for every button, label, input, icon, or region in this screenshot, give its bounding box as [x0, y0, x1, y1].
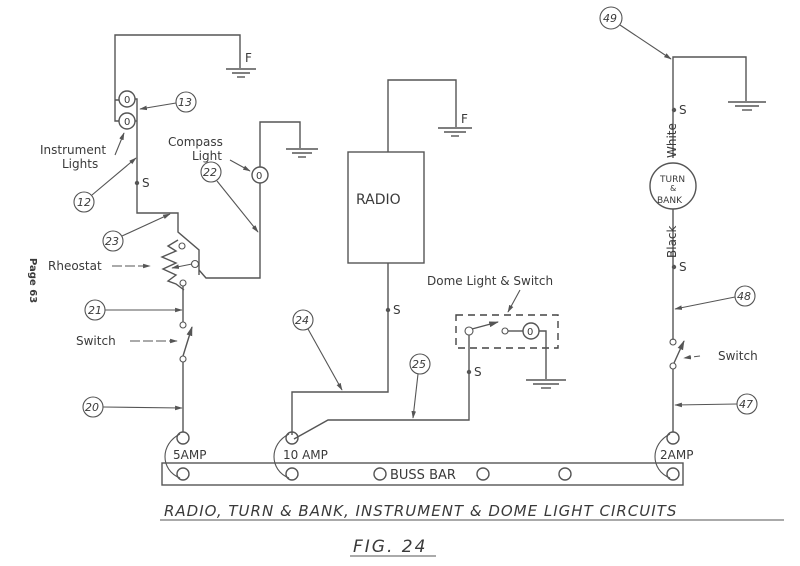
compass-light-label-2: Light [192, 149, 222, 163]
callout-49 [599, 6, 623, 30]
buss-terminal [476, 467, 490, 481]
splice-dot [385, 307, 391, 313]
ground-symbol [286, 148, 318, 158]
callout-12-text: 12 [77, 196, 91, 209]
switch-right-icon[interactable] [673, 340, 685, 364]
dome-light-enclosure [455, 314, 559, 349]
ground-f-label: F [461, 112, 468, 126]
callout-22 [200, 161, 222, 183]
fuse-10amp[interactable]: 10 AMP [273, 431, 328, 481]
splice-label: S [679, 103, 687, 117]
lamp-glyph: 0 [527, 327, 533, 338]
buss-bar-assembly: 5AMP 10 AMP 2AMP BUSS BAR [161, 431, 693, 486]
buss-bar [161, 462, 684, 486]
lamp-glyph: 0 [256, 171, 262, 182]
callout-24 [292, 309, 314, 331]
turn-bank-label-1: TURN [659, 175, 685, 185]
dome-light-circuit: Dome Light & Switch 0 S 25 [293, 274, 566, 440]
splice-label: S [142, 176, 150, 190]
callout-12 [73, 191, 95, 213]
switch-terminal [179, 321, 187, 329]
page-label: Page 63 [27, 258, 38, 303]
buss-terminal [558, 467, 572, 481]
fuse-2amp-label: 2AMP [660, 448, 693, 462]
ground-symbol [438, 127, 472, 137]
figure-caption: RADIO, TURN & BANK, INSTRUMENT & DOME LI… [164, 502, 677, 520]
white-wire-label: White [665, 123, 679, 158]
callout-21-text: 21 [88, 304, 102, 317]
switch-left-icon[interactable] [182, 326, 193, 357]
switch-left-label: Switch [76, 334, 116, 348]
splice-label: S [393, 303, 401, 317]
turn-bank-circuit: 49 S White TURN & BANK Black S 48 Switch… [599, 6, 766, 432]
rheostat-label: Rheostat [48, 259, 102, 273]
switch-terminal [669, 362, 677, 370]
callout-13 [175, 91, 197, 113]
turn-bank-label-2: & [670, 184, 676, 193]
callout-23-text: 23 [105, 235, 119, 248]
fuse-5amp-label: 5AMP [173, 448, 206, 462]
ground-symbol [226, 68, 256, 78]
radio-label: RADIO [356, 192, 401, 208]
callout-48 [734, 285, 756, 307]
callout-20-text: 20 [85, 401, 99, 414]
radio-circuit: F RADIO S 24 [291, 79, 472, 435]
splice-dot [671, 107, 677, 113]
black-wire-label: Black [665, 225, 679, 258]
splice-dot [671, 264, 677, 270]
callout-48-text: 48 [737, 290, 751, 303]
turn-bank-label-3: BANK [657, 196, 683, 206]
fuse-2amp[interactable]: 2AMP [654, 431, 693, 481]
radio-box [347, 151, 425, 264]
lamp-glyph: 0 [124, 95, 130, 106]
dome-light-switch-label: Dome Light & Switch [427, 274, 553, 288]
splice-label: S [679, 260, 687, 274]
splice-dot [134, 180, 140, 186]
fuse-5amp[interactable]: 5AMP [164, 431, 206, 481]
callout-24-text: 24 [295, 314, 309, 327]
lamp-glyph: 0 [124, 117, 130, 128]
dome-switch-icon[interactable] [471, 321, 499, 330]
figure-number: FIG. 24 [353, 537, 427, 557]
ground-f-label: F [245, 51, 252, 65]
splice-label: S [474, 365, 482, 379]
switch-terminal [669, 338, 677, 346]
callout-25-text: 25 [412, 358, 426, 371]
callout-49-text: 49 [603, 12, 617, 25]
instrument-circuit: F 0 0 S 13 Instrument Lights 12 23 Compa… [40, 34, 318, 432]
ground-symbol [728, 101, 766, 111]
callout-25 [409, 353, 431, 375]
rheostat-wiper-terminal [190, 259, 200, 269]
instrument-lights-label-2: Lights [62, 157, 98, 171]
callout-22-text: 22 [203, 166, 217, 179]
rheostat-icon [160, 239, 185, 291]
callout-13-text: 13 [178, 96, 192, 109]
compass-light-label: Compass [168, 135, 223, 149]
fuse-10amp-label: 10 AMP [283, 448, 328, 462]
ground-symbol [526, 379, 566, 389]
callout-23 [102, 230, 124, 252]
buss-terminal [373, 467, 387, 481]
callout-47-text: 47 [739, 398, 753, 411]
buss-bar-label: BUSS BAR [390, 468, 456, 483]
switch-right-label: Switch [718, 349, 758, 363]
instrument-lights-label: Instrument [40, 143, 106, 157]
splice-dot [466, 369, 472, 375]
switch-terminal [179, 355, 187, 363]
